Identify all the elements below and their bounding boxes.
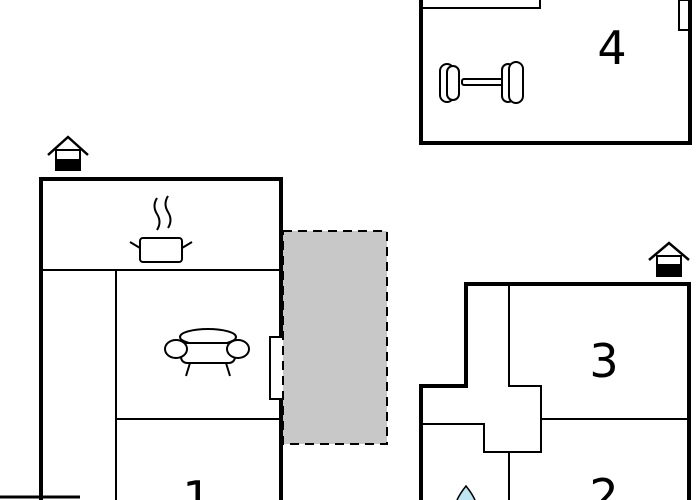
window-icon <box>678 0 690 31</box>
room-3-label: 3 <box>589 334 618 388</box>
weights-icon <box>439 61 524 104</box>
inner-wall-top <box>421 0 541 9</box>
stove-pot-icon <box>129 195 193 263</box>
room-4-label: 4 <box>597 21 626 75</box>
building-bottom-right: 3 2 <box>419 241 691 500</box>
outer-wall-left <box>39 177 283 500</box>
wall-room-4 <box>419 0 692 145</box>
sofa-icon <box>164 328 250 377</box>
outer-wall-bottom-right <box>419 282 691 500</box>
entrance-house-icon <box>648 241 690 277</box>
terrace <box>282 230 388 445</box>
shower-drop-icon <box>456 484 476 500</box>
building-top-right: 4 <box>419 0 692 145</box>
building-left: 1 <box>0 135 291 500</box>
room-2-label: 2 <box>589 469 618 500</box>
inner-walls-hall <box>421 284 689 500</box>
entrance-house-icon <box>47 135 89 171</box>
room-1-label: 1 <box>182 471 211 500</box>
